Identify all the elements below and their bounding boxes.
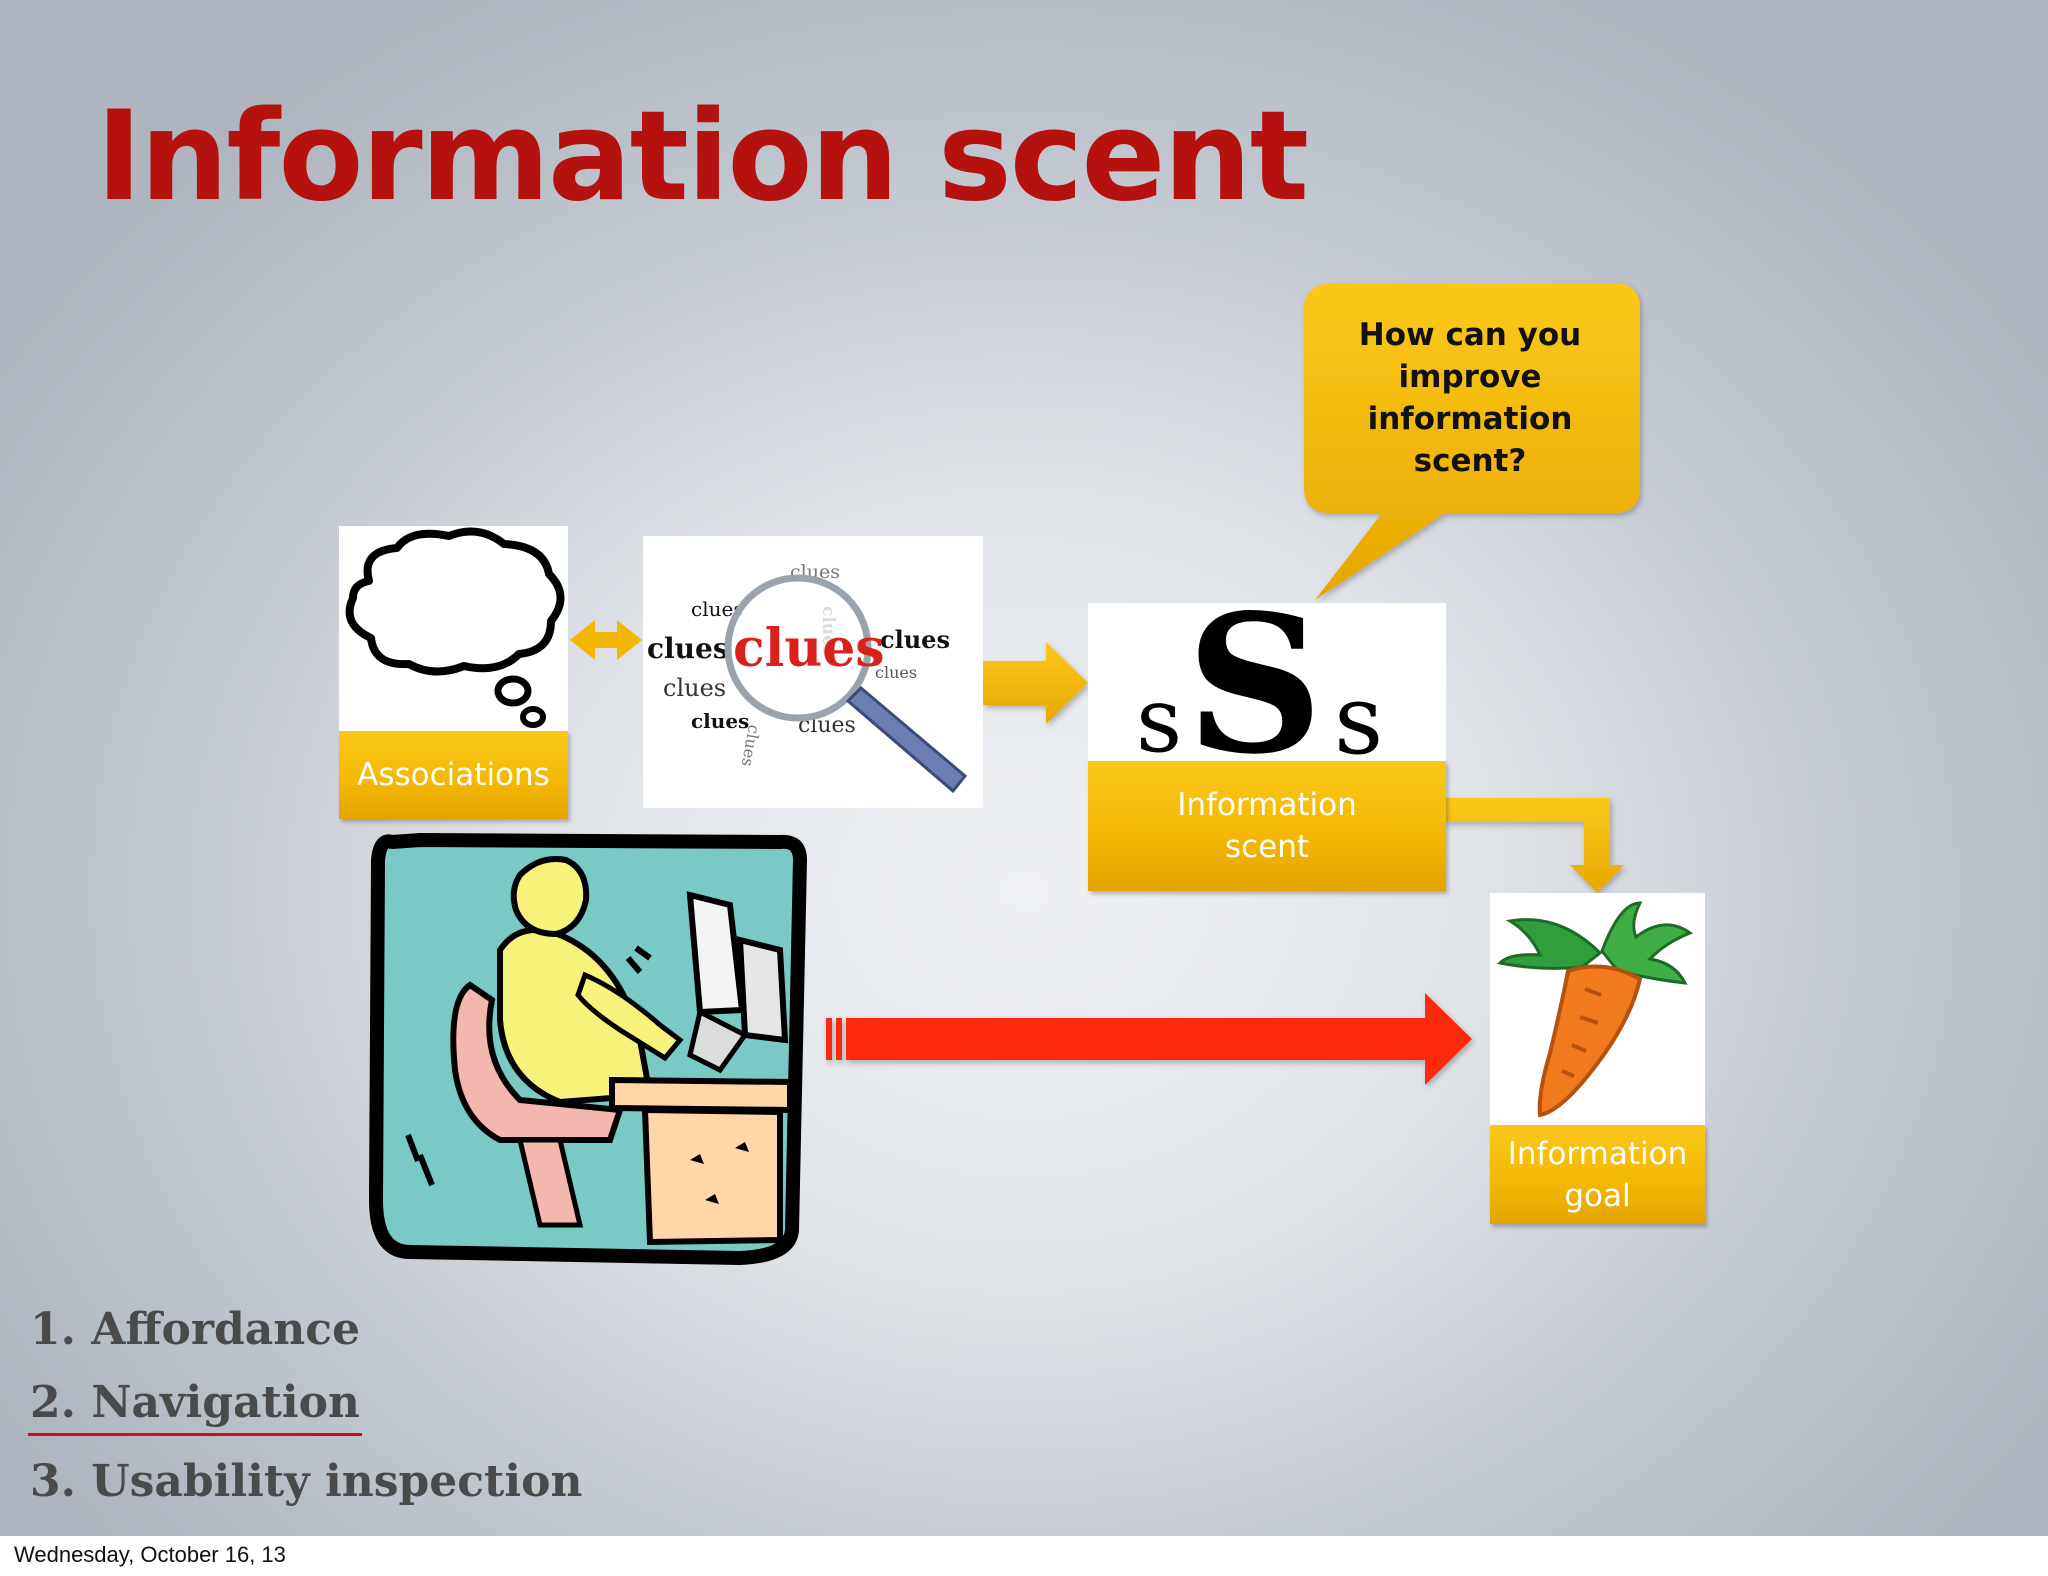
clues-image: clues clues clues clues clues clues clue…: [643, 536, 983, 808]
scent-glyph-panel: s S s: [1088, 573, 1446, 796]
thought-bubble-panel: [339, 526, 568, 731]
computer-user-icon: [369, 833, 807, 1265]
scent-large-s: S: [1186, 603, 1323, 761]
clue-main-word: clues: [733, 618, 885, 679]
clue-word: clues: [691, 709, 749, 733]
carrot-panel: [1490, 893, 1705, 1125]
agenda-active-underline: [28, 1433, 362, 1436]
clue-word: clues: [880, 625, 950, 654]
slide-title: Information scent: [96, 85, 1309, 229]
clue-word: clues: [647, 632, 729, 665]
footer-date: Wednesday, October 16, 13: [14, 1542, 286, 1567]
clue-word: clues: [663, 674, 726, 702]
carrot-icon: [1496, 901, 1694, 1118]
information-goal-label: Information goal: [1490, 1125, 1705, 1224]
agenda-item-affordance: 1. Affordance: [30, 1304, 361, 1355]
agenda-item-usability-inspection: 3. Usability inspection: [30, 1456, 583, 1507]
double-arrow-icon: [570, 620, 642, 660]
callout-bubble: [1304, 283, 1640, 600]
diagram: [369, 283, 1640, 1265]
arrow-to-scent: [983, 642, 1088, 724]
information-scent-label: Information scent: [1088, 761, 1446, 891]
magnifier-icon: [724, 574, 872, 722]
callout-question: How can you improve information scent?: [1358, 317, 1582, 479]
thought-cloud-icon: [345, 527, 565, 728]
agenda-item-navigation: 2. Navigation: [30, 1377, 360, 1428]
slide: Information scent: [0, 0, 2048, 1536]
scent-small-s-left: s: [1136, 668, 1182, 761]
scent-small-s-right: s: [1334, 664, 1383, 761]
arrow-to-goal: [1445, 798, 1624, 893]
clue-word: clues: [875, 663, 917, 682]
associations-label: Associations: [339, 731, 568, 819]
red-arrow: [826, 993, 1472, 1085]
